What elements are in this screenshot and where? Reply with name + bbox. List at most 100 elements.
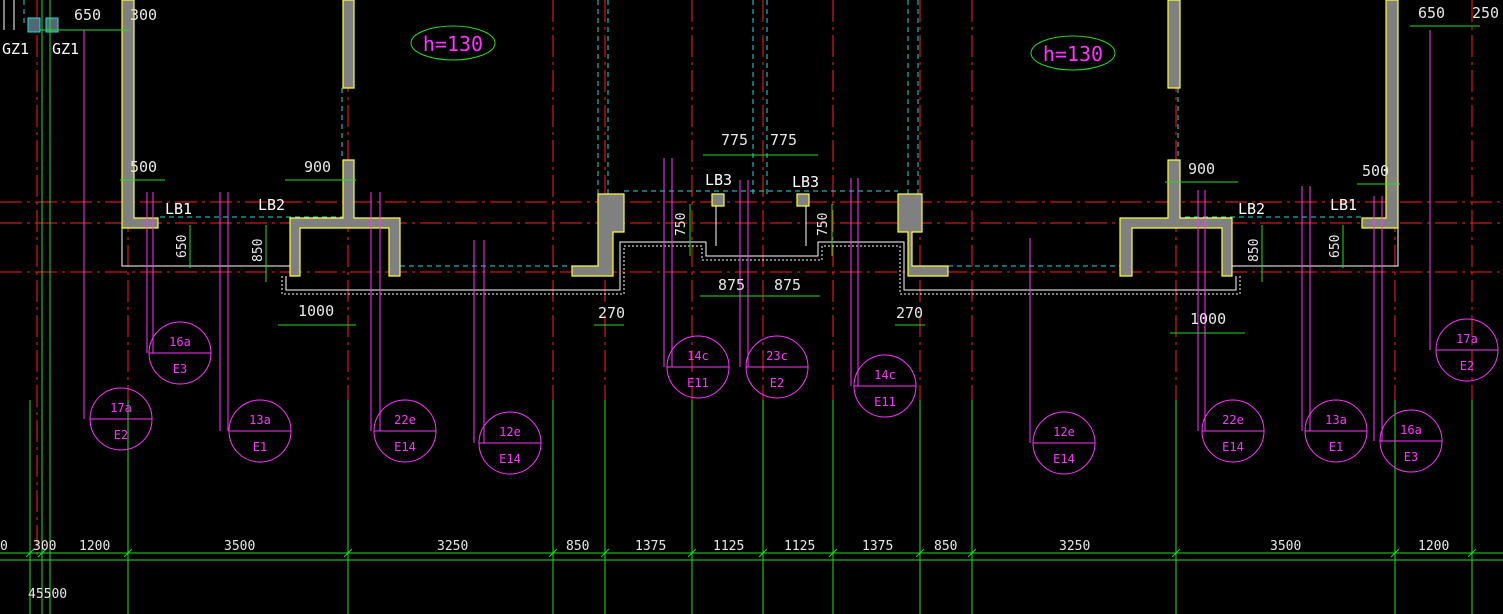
wall-outlines	[121, 0, 1399, 277]
tag-bottom-text: E11	[874, 395, 896, 409]
wall-segment	[1361, 0, 1399, 229]
tag-bottom-text: E2	[114, 428, 128, 442]
beam-label: LB3	[792, 173, 819, 191]
dimension-text: 850	[251, 239, 266, 262]
bottom-dimension-text: 3500	[224, 539, 255, 554]
tag-marker[interactable]: 12e E14	[1032, 411, 1096, 475]
tag-marker[interactable]: 14c E11	[666, 335, 730, 399]
leader-lines	[83, 30, 1431, 443]
beam-label: LB1	[1330, 196, 1357, 214]
tag-top-text: 14c	[687, 349, 709, 363]
dimension-text: 650	[1418, 4, 1445, 22]
wall-segment	[289, 159, 401, 277]
beam-label: LB2	[1238, 200, 1265, 218]
wall-segment	[1119, 159, 1233, 277]
tag-marker[interactable]: 16a E3	[148, 321, 212, 385]
dimension-text: 875	[774, 276, 801, 294]
bottom-dimension-text: 1200	[79, 539, 110, 554]
wall-segment	[711, 193, 725, 207]
dimension-tick	[600, 548, 610, 558]
dimension-text: 875	[718, 276, 745, 294]
bottom-dimension-text: 1125	[713, 539, 744, 554]
tag-top-text: 16a	[169, 335, 191, 349]
dimension-text: 750	[674, 213, 689, 236]
tag-top-text: 12e	[499, 425, 521, 439]
tag-bottom-text: E14	[499, 452, 521, 466]
dimension-text: 500	[130, 158, 157, 176]
tag-marker[interactable]: 12e E14	[478, 411, 542, 475]
tag-bottom-text: E14	[394, 440, 416, 454]
bottom-dimension-text: 1375	[635, 539, 666, 554]
dimension-tick	[967, 548, 977, 558]
wall-segment	[342, 0, 355, 89]
tag-marker[interactable]: 16a E3	[1379, 409, 1443, 473]
wall-segment	[571, 193, 625, 277]
hidden-lines	[23, 0, 1365, 267]
dimension-text: 750	[816, 213, 831, 236]
dimension-text: 775	[770, 131, 797, 149]
dimension-texts: 650 300 650 250 500 900 775 775 900 500 …	[74, 4, 1499, 328]
tag-top-text: 13a	[1325, 413, 1347, 427]
column-gz1	[45, 17, 59, 33]
dimension-text: 1000	[1190, 310, 1226, 328]
dimension-tick	[758, 548, 768, 558]
dimension-tick	[37, 548, 47, 558]
beam-label: LB1	[165, 200, 192, 218]
tag-top-text: 23c	[766, 349, 788, 363]
dimension-tick	[828, 548, 838, 558]
beam-label: LB3	[705, 171, 732, 189]
slab-edge	[121, 228, 290, 267]
bottom-dimension-text: 1125	[784, 539, 815, 554]
dimension-text: 900	[304, 158, 331, 176]
column-blocks	[27, 17, 59, 33]
dimension-tick	[687, 548, 697, 558]
tag-marker[interactable]: 13a E1	[228, 399, 292, 463]
dimension-text: 650	[175, 235, 190, 258]
tag-bottom-text: E1	[1329, 440, 1343, 454]
tag-top-text: 17a	[110, 401, 132, 415]
tag-top-text: 16a	[1400, 423, 1422, 437]
column-gz1	[27, 17, 41, 33]
tag-marker[interactable]: 14c E11	[853, 354, 917, 418]
tag-top-text: 22e	[394, 413, 416, 427]
bottom-dimension-text: 3500	[1270, 539, 1301, 554]
tag-marker[interactable]: 23c E2	[745, 335, 809, 399]
tag-top-text: 13a	[249, 413, 271, 427]
tag-bottom-text: E11	[687, 376, 709, 390]
tag-bottom-text: E1	[253, 440, 267, 454]
dimension-tick	[25, 548, 35, 558]
dimension-text: 500	[1362, 162, 1389, 180]
tag-marker[interactable]: 13a E1	[1304, 399, 1368, 463]
tag-marker[interactable]: 17a E2	[1435, 318, 1499, 382]
bottom-dimension-ticks	[25, 400, 1477, 614]
dimension-text: 270	[896, 304, 923, 322]
tag-bottom-text: E2	[1460, 359, 1474, 373]
slab-edge	[285, 241, 1237, 291]
tag-bottom-text: E2	[770, 376, 784, 390]
dimension-text: 650	[74, 6, 101, 24]
wall-segment	[1167, 0, 1181, 89]
dimension-text: 775	[721, 131, 748, 149]
tag-bottom-text: E3	[1404, 450, 1418, 464]
tag-bottom-text: E14	[1053, 452, 1075, 466]
slab-edge	[1232, 228, 1399, 267]
dimension-tick	[123, 548, 133, 558]
tag-top-text: 22e	[1222, 413, 1244, 427]
slab-thickness-label: h=130	[1043, 42, 1103, 66]
bottom-dimension-text: 850	[934, 539, 957, 554]
tag-marker[interactable]: 17a E2	[89, 387, 153, 451]
bottom-dimension-text: 3250	[437, 539, 468, 554]
slab-thickness-ellipse	[1030, 35, 1116, 71]
dimension-text: 850	[1247, 239, 1262, 262]
slab-edge-dotted	[281, 245, 1241, 295]
dimension-tick	[548, 548, 558, 558]
dimension-tick	[1171, 548, 1181, 558]
slab-thickness-markers: h=130 h=130	[410, 25, 1116, 71]
tag-top-text: 17a	[1456, 332, 1478, 346]
tag-marker[interactable]: 22e E14	[373, 399, 437, 463]
slab-edge	[715, 206, 807, 246]
beam-label: LB2	[258, 196, 285, 214]
tag-marker[interactable]: 22e E14	[1201, 399, 1265, 463]
slab-thickness-ellipse	[410, 25, 496, 61]
